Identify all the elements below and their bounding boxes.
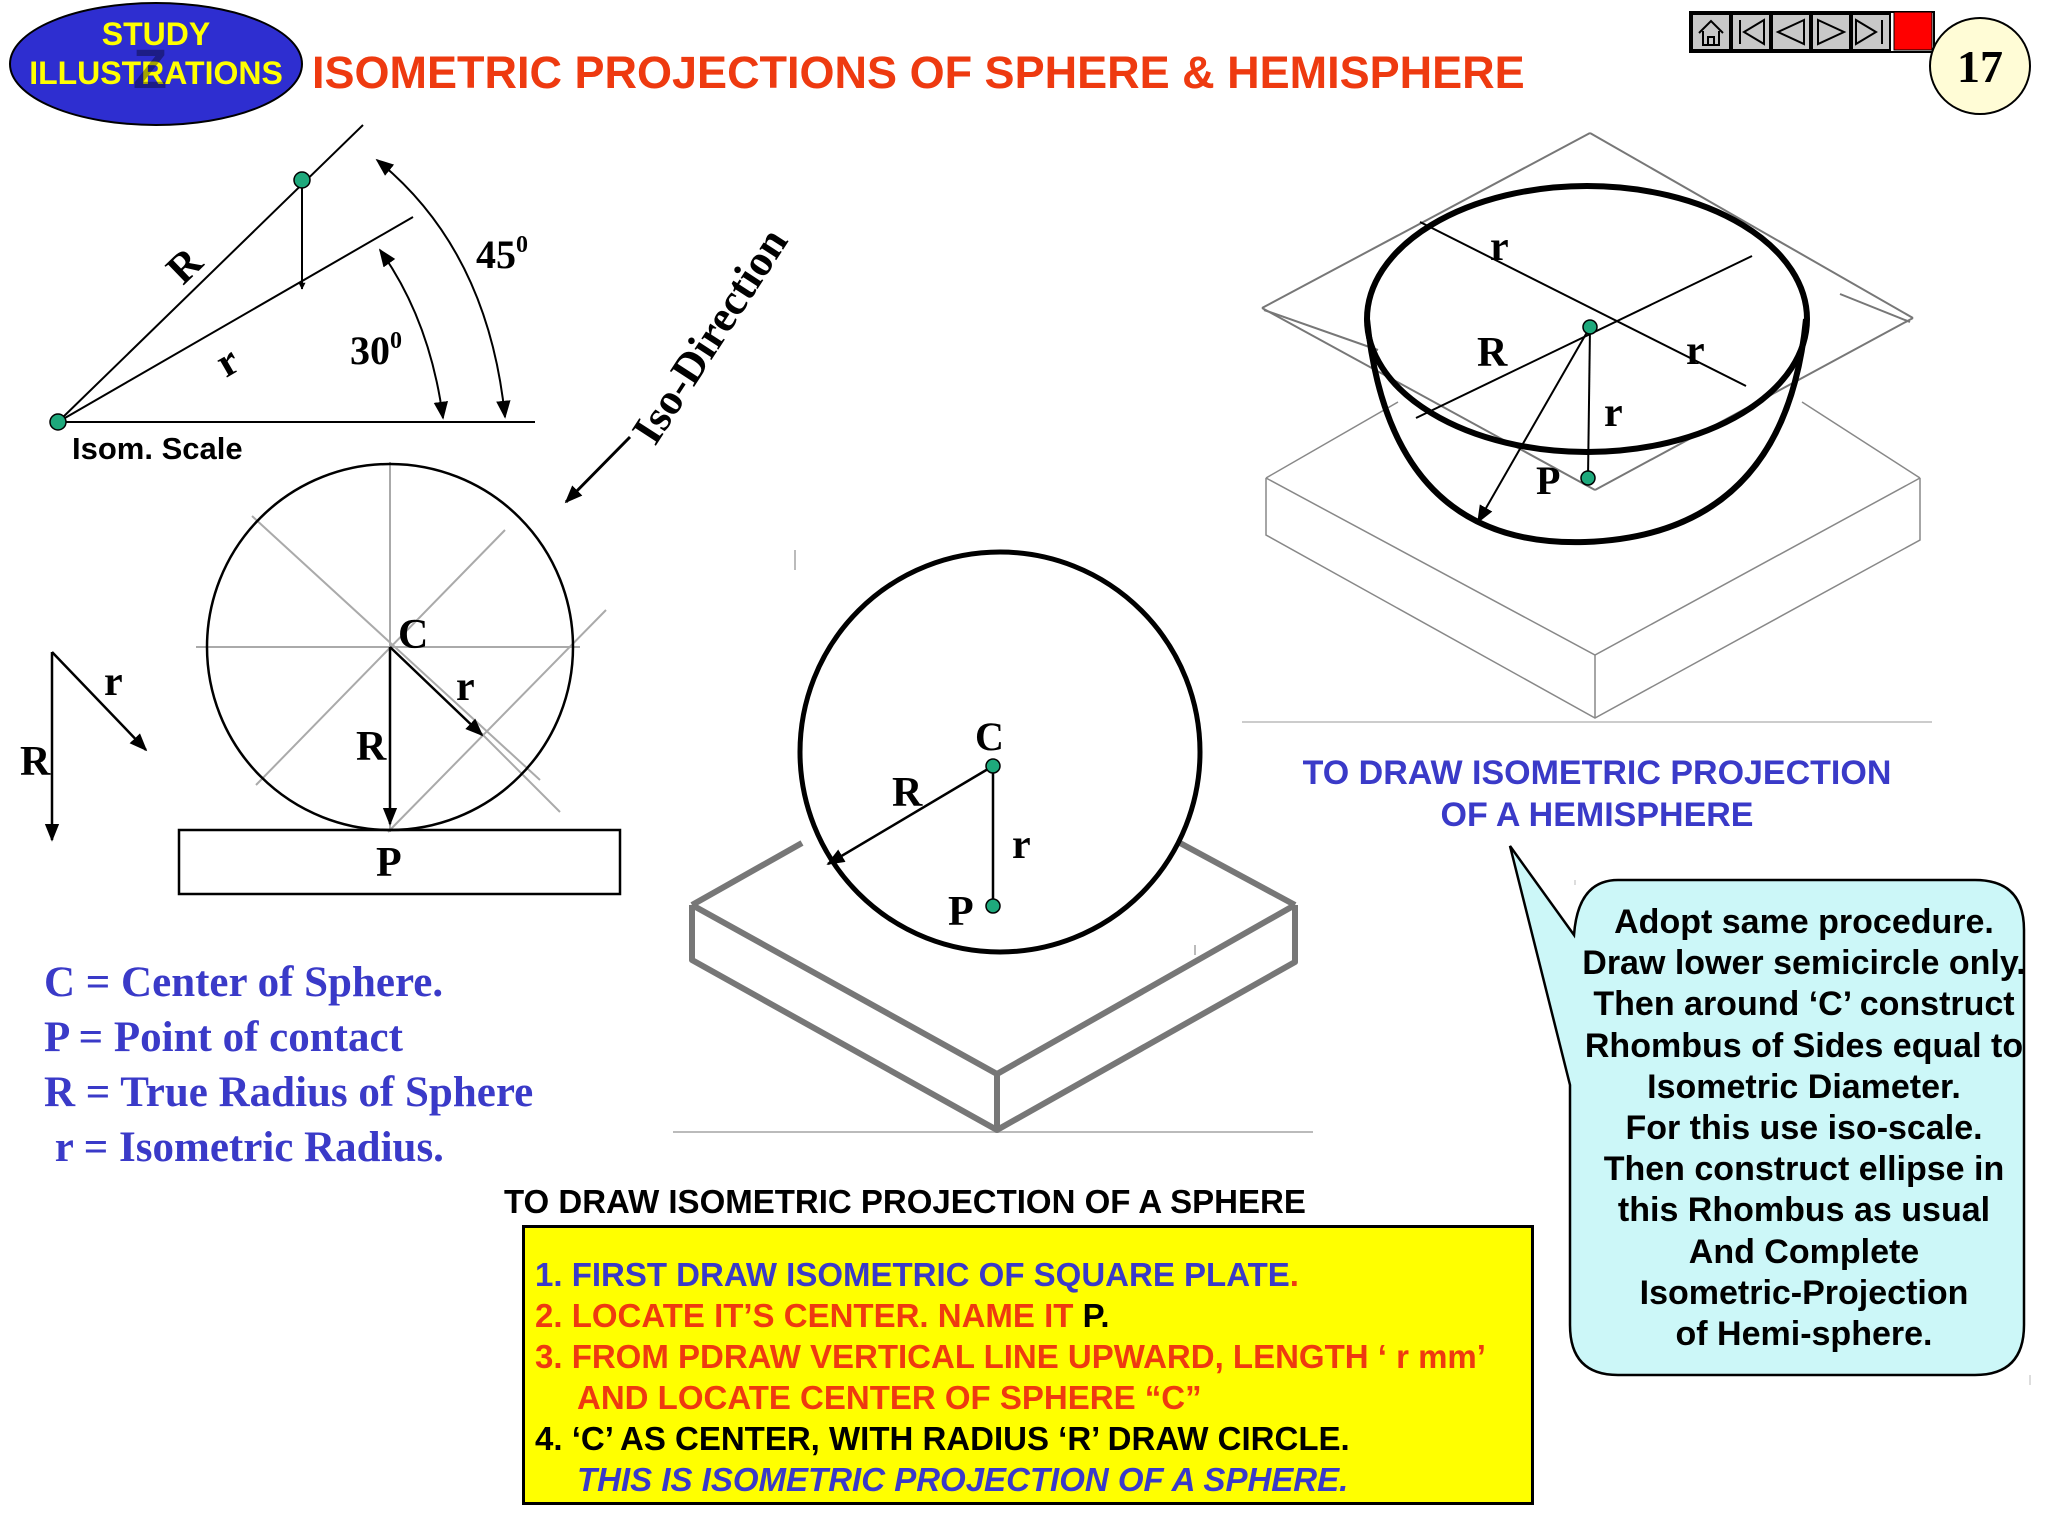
next-icon[interactable] (1811, 13, 1851, 51)
hemisphere-heading-line2: OF A HEMISPHERE (1441, 796, 1754, 834)
hemisphere-heading-line1: TO DRAW ISOMETRIC PROJECTION (1303, 754, 1892, 792)
callout-line: this Rhombus as usual (1617, 1191, 1991, 1230)
sphere-label-C: C (975, 714, 1004, 759)
callout-line: Draw lower semicircle only. (1582, 944, 2026, 983)
scale-label-r: r (208, 337, 247, 386)
circle-label-C: C (398, 612, 428, 658)
callout-line: Adopt same procedure. (1614, 903, 1994, 941)
scale-label-R: R (158, 239, 212, 294)
badge-line1: STUDY (102, 16, 210, 52)
hemisphere-label-r-top: r (1490, 224, 1509, 270)
sphere-label-r: r (1012, 822, 1031, 868)
hemisphere-label-r-right: r (1686, 328, 1705, 374)
legend-item-c: C = Center of Sphere. (44, 959, 443, 1006)
callout-text: Adopt same procedure. Draw lower semicir… (1560, 902, 2048, 1372)
callout-line: And Complete (1688, 1232, 1920, 1271)
page-number: 17 (1957, 41, 2003, 92)
exit-icon[interactable] (1893, 11, 1933, 51)
last-page-icon[interactable] (1851, 13, 1891, 51)
page-number-badge: 17 (1929, 17, 2031, 115)
hemisphere-label-r-mid: r (1604, 390, 1623, 436)
legend-item-R: R = True Radius of Sphere (44, 1069, 533, 1116)
previous-icon[interactable] (1771, 13, 1811, 51)
side-label-R: R (20, 739, 51, 785)
callout-line: Then around ‘C’ construct (1593, 985, 2015, 1024)
sphere-projection-diagram: C R r P (673, 549, 1313, 1133)
hemisphere-contact-point (1580, 470, 1596, 486)
step-4-conclusion: THIS IS ISOMETRIC PROJECTION OF A SPHERE… (577, 1461, 1349, 1498)
home-icon[interactable] (1691, 13, 1731, 51)
legend-item-r: r = Isometric Radius. (44, 1124, 444, 1171)
legend: C = Center of Sphere. P = Point of conta… (44, 959, 533, 1171)
study-illustrations-badge[interactable]: STUDY ILLUSTRATIONS Z (9, 2, 303, 126)
first-page-icon[interactable] (1731, 13, 1771, 51)
callout-line: Isometric-Projection (1639, 1273, 1969, 1312)
angle-30-label: 300 (350, 328, 402, 373)
circle-label-r: r (456, 664, 475, 710)
isom-scale-caption: Isom. Scale (72, 431, 243, 466)
sphere-contact-point (985, 898, 1001, 914)
steps-box: 1. FIRST DRAW ISOMETRIC OF SQUARE PLATE.… (522, 1225, 1534, 1505)
angle-45-label: 450 (476, 232, 528, 277)
callout-line: Then construct ellipse in (1603, 1150, 2005, 1189)
callout-bubble (1508, 845, 2026, 1377)
step-3-continued: AND LOCATE CENTER OF SPHERE “C” (577, 1379, 1202, 1416)
step-3: 3. FROM PDRAW VERTICAL LINE UPWARD, LENG… (535, 1338, 1486, 1375)
sphere-heading: TO DRAW ISOMETRIC PROJECTION OF A SPHERE (504, 1183, 1306, 1220)
step-2: 2. LOCATE IT’S CENTER. NAME IT P. (535, 1297, 1110, 1334)
step-4: 4. ‘C’ AS CENTER, WITH RADIUS ‘R’ DRAW C… (535, 1420, 1350, 1457)
callout-line: Rhombus of Sides equal to (1584, 1026, 2024, 1065)
hemisphere-label-P: P (1536, 458, 1560, 503)
sphere-label-P: P (948, 889, 974, 935)
scale-origin-point (49, 413, 67, 431)
badge-logo-letter: Z (133, 37, 167, 100)
page-title: ISOMETRIC PROJECTIONS OF SPHERE & HEMISP… (312, 47, 1525, 98)
iso-direction-label: Iso-Direction (622, 219, 797, 452)
sphere-label-R: R (892, 770, 923, 816)
circle-label-P: P (376, 840, 402, 886)
nav-toolbar (1689, 11, 1935, 53)
callout-line: Isometric Diameter. (1647, 1067, 1961, 1106)
scale-top-point (293, 171, 311, 189)
side-label-r: r (104, 659, 123, 705)
step-1: 1. FIRST DRAW ISOMETRIC OF SQUARE PLATE. (535, 1256, 1299, 1293)
hemisphere-label-R: R (1477, 330, 1508, 376)
sphere-center-point (985, 758, 1001, 774)
iso-direction-indicator: Iso-Direction (564, 219, 797, 504)
hemisphere-projection-diagram: r R r r P (1242, 132, 1932, 723)
callout-line: of Hemi-sphere. (1675, 1315, 1933, 1354)
legend-item-p: P = Point of contact (44, 1014, 404, 1061)
true-circle-diagram: C r R P R r (20, 462, 622, 896)
isometric-scale-diagram: R r 300 450 Isom. Scale (49, 124, 535, 466)
hemisphere-center-point (1582, 319, 1598, 335)
circle-label-R: R (356, 724, 387, 770)
badge-line2: ILLUSTRATIONS (29, 55, 283, 91)
callout-line: For this use iso-scale. (1625, 1109, 1983, 1148)
